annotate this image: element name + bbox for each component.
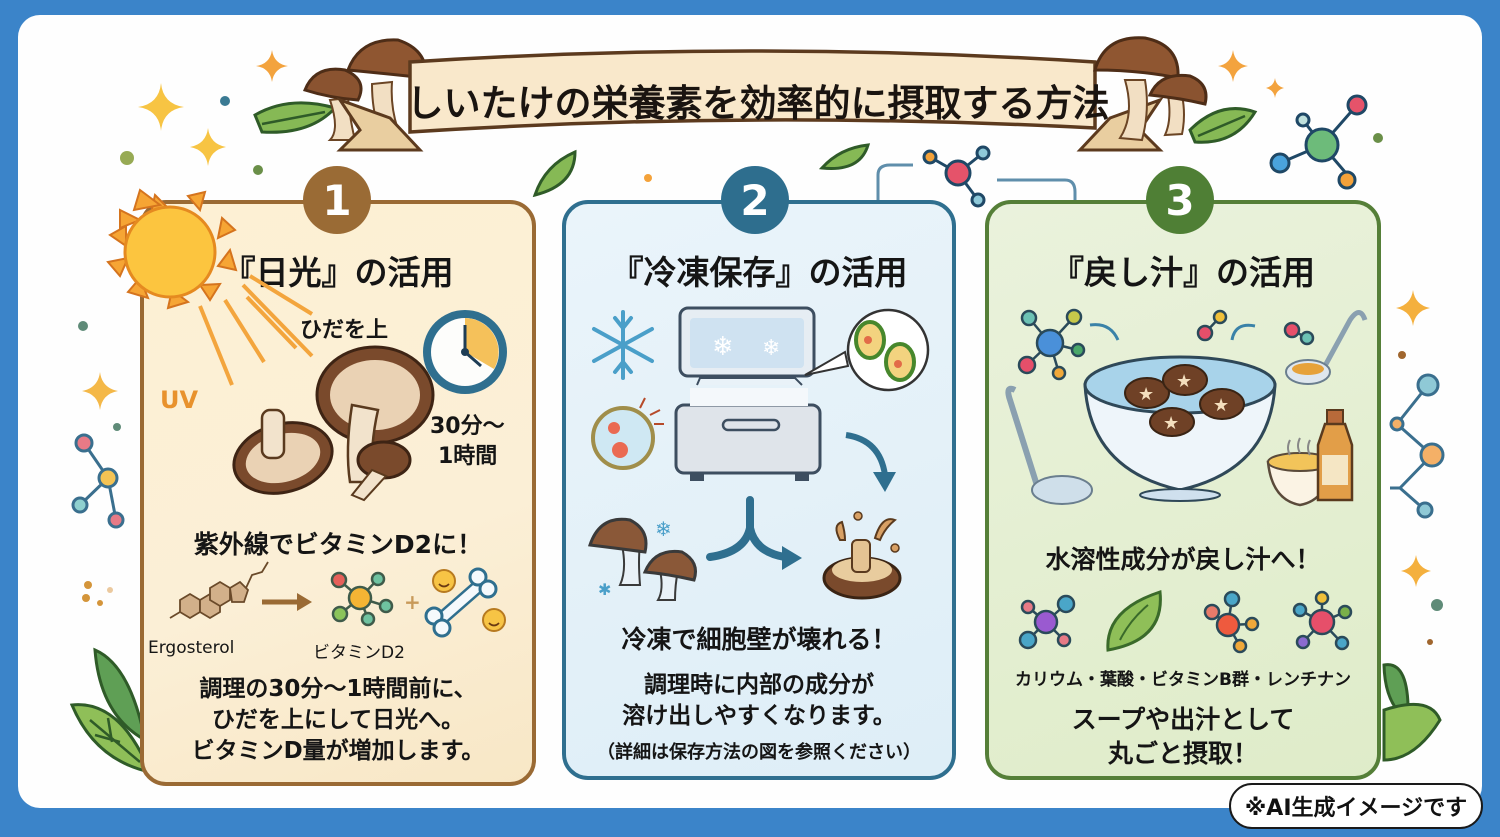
nutrients-list: カリウム・葉酸・ビタミンB群・レンチナン xyxy=(1015,670,1351,690)
freezing-body-line-2: 溶け出しやすくなります。 xyxy=(622,703,896,729)
card-title-sunlight: 『日光』の活用 xyxy=(222,253,454,292)
freezing-headline: 冷凍で細胞壁が壊れる！ xyxy=(621,625,897,654)
gills-up-label: ひだを上 xyxy=(300,318,389,343)
sunlight-body-line-2: ひだを上にして日光へ。 xyxy=(211,707,465,733)
card-title-soaking-liquid: 『戻し汁』の活用 xyxy=(1051,253,1315,292)
vitamin-d2-label: ビタミンD2 xyxy=(313,643,405,663)
soaking-body-line-1: スープや出汁として xyxy=(1071,705,1295,734)
freezing-note: （詳細は保存方法の図を参照ください） xyxy=(597,742,921,763)
step-number-3: 3 xyxy=(1146,166,1214,234)
ai-generated-badge: ※AI生成イメージです xyxy=(1229,783,1483,829)
sunlight-body-line-3: ビタミンD量が増加します。 xyxy=(191,738,485,764)
sunlight-headline: 紫外線でビタミンD2に！ xyxy=(193,530,483,559)
soaking-body-line-2: 丸ごと摂取！ xyxy=(1107,739,1258,768)
card-title-freezing: 『冷凍保存』の活用 xyxy=(610,253,908,292)
uv-label: UV xyxy=(160,386,199,414)
freezing-body-line-1: 調理時に内部の成分が xyxy=(644,672,874,698)
step-number-1: 1 xyxy=(303,166,371,234)
soaking-headline: 水溶性成分が戻し汁へ！ xyxy=(1045,545,1321,574)
duration-label-1: 30分〜 xyxy=(430,414,505,439)
step-number-2: 2 xyxy=(721,166,789,234)
ergosterol-label: Ergosterol xyxy=(148,638,235,658)
duration-label-2: 1時間 xyxy=(438,444,498,469)
page-title: しいたけの栄養素を効率的に摂取する方法 xyxy=(406,82,1110,125)
sunlight-body-line-1: 調理の30分〜1時間前に、 xyxy=(199,676,477,702)
